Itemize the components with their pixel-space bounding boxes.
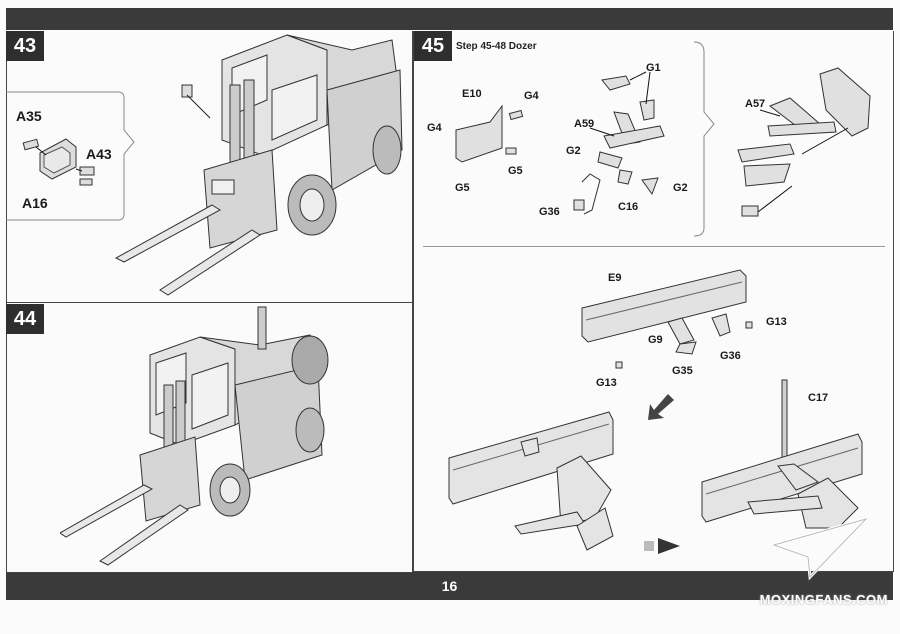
page-number: 16 (441, 578, 458, 594)
label-g35: G35 (672, 365, 693, 377)
blade-assembly-diagram (448, 411, 614, 551)
forklift-drawing-step-44 (60, 306, 329, 566)
step-43-parts-diagram (22, 138, 95, 186)
step-44-panel (6, 302, 413, 573)
label-e10: E10 (462, 88, 482, 100)
bottom-band: 16 (6, 572, 893, 600)
label-g1: G1 (646, 62, 661, 74)
label-g4-left: G4 (427, 122, 442, 134)
label-g2-right: G2 (673, 182, 688, 194)
step-44-number: 44 (6, 304, 44, 334)
label-g13-left: G13 (596, 377, 617, 389)
label-g9: G9 (648, 334, 663, 346)
label-a35: A35 (16, 108, 42, 124)
down-arrow (648, 394, 674, 420)
dozer-blade-parts-diagram (581, 269, 753, 369)
top-band (6, 8, 893, 30)
step-45-number: 45 (414, 31, 452, 61)
label-e9: E9 (608, 272, 622, 284)
label-g36-step45: G36 (539, 206, 560, 218)
label-g13-right: G13 (766, 316, 787, 328)
paper-plane-logo-icon (770, 516, 870, 581)
step-45-panel (413, 31, 894, 572)
step-45-title: Step 45-48 Dozer (456, 41, 537, 52)
dozer-arm-assembly-diagram (737, 67, 871, 217)
label-c17: C17 (808, 392, 829, 404)
label-g5-left: G5 (455, 182, 470, 194)
label-g4-right: G4 (524, 90, 539, 102)
step-45-divider (423, 246, 885, 247)
label-a59: A59 (574, 118, 595, 130)
label-a43: A43 (86, 146, 112, 162)
watermark-text: MOXINGFANS.COM (759, 592, 888, 607)
step-45-callout-bracket (693, 41, 715, 237)
dozer-arm-parts-diagram (455, 71, 665, 215)
label-a16: A16 (22, 195, 48, 211)
label-a57: A57 (745, 98, 766, 110)
forklift-drawing-step-43 (114, 34, 403, 296)
step-43-callout-bracket (6, 91, 135, 221)
blade-assembly-with-c17-diagram (701, 379, 863, 529)
right-arrow (644, 538, 680, 554)
label-g5-right: G5 (508, 165, 523, 177)
step-43-number: 43 (6, 31, 44, 61)
label-c16: C16 (618, 201, 639, 213)
label-g36-blade: G36 (720, 350, 741, 362)
label-g2-left: G2 (566, 145, 581, 157)
